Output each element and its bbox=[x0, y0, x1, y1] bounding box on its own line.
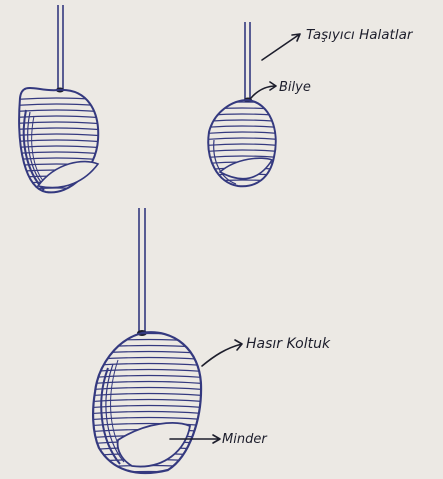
label-cushion: Minder bbox=[222, 432, 268, 447]
annotation-cables: Taşıyıcı Halatlar bbox=[262, 27, 414, 60]
seat-opening-b bbox=[220, 158, 272, 178]
cable-b bbox=[245, 22, 250, 100]
label-cables: Taşıyıcı Halatlar bbox=[306, 27, 414, 43]
cable-c bbox=[139, 208, 145, 333]
arrow-ball-joint bbox=[251, 82, 276, 98]
label-wicker-seat: Hasır Koltuk bbox=[246, 336, 331, 352]
seat-opening-a bbox=[38, 162, 98, 188]
label-ball-joint: Bilye bbox=[279, 80, 311, 95]
cable-a bbox=[58, 5, 63, 90]
hanging-chair-top-left bbox=[10, 5, 105, 192]
annotation-wicker-seat: Hasır Koltuk bbox=[202, 336, 331, 366]
arrow-cables bbox=[262, 34, 300, 60]
annotation-ball-joint: Bilye bbox=[251, 80, 311, 98]
arrow-wicker-seat bbox=[202, 340, 242, 366]
hanging-chair-top-right bbox=[200, 22, 285, 186]
hanging-chair-large bbox=[85, 208, 210, 474]
